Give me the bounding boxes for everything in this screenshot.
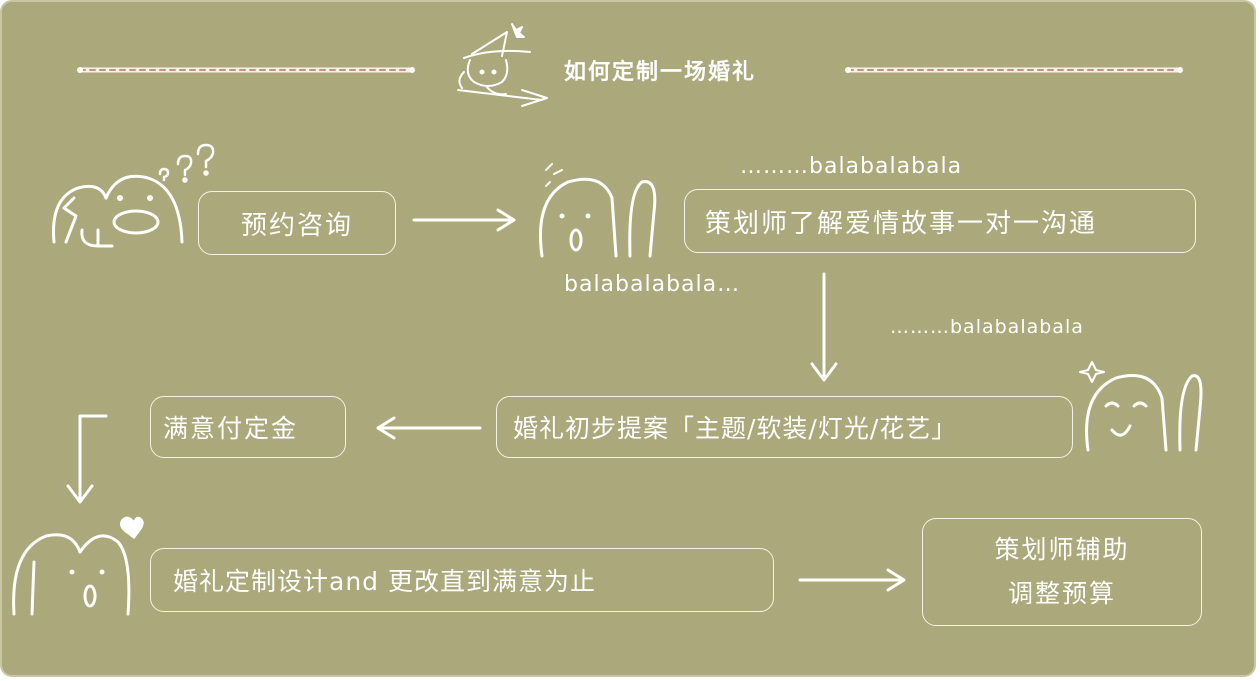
- arrow-icon: [412, 208, 516, 232]
- step-label: 预约咨询: [240, 210, 353, 241]
- step-initial-proposal: 婚礼初步提案「主题/软装/灯光/花艺」: [496, 396, 1073, 458]
- arrow-icon: [810, 272, 838, 382]
- step-label: 策划师了解爱情故事一对一沟通: [705, 208, 1098, 239]
- arrow-icon: [376, 416, 482, 440]
- step-label: 婚礼定制设计and 更改直到满意为止: [173, 567, 596, 596]
- page-title: 如何定制一场婚礼: [564, 60, 757, 85]
- ghost-icon: [12, 533, 131, 616]
- arrow-icon: [798, 568, 906, 592]
- step-custom-design: 婚礼定制设计and 更改直到满意为止: [150, 548, 774, 612]
- chatter-text: balabalabala…: [564, 272, 741, 297]
- right-rope-divider: [845, 67, 1183, 73]
- step-pay-deposit: 满意付定金: [150, 396, 346, 458]
- elephant-icon: [52, 174, 184, 248]
- left-rope-divider: [77, 67, 415, 73]
- witch-icon: [457, 23, 548, 107]
- ghost-icon: [538, 163, 657, 258]
- chatter-text: ………balabalabala: [890, 316, 1084, 338]
- step-label: 婚礼初步提案「主题/软装/灯光/花艺」: [513, 414, 958, 443]
- heart-icon: [119, 516, 144, 539]
- step-budget-adjustment: 策划师辅助 调整预算: [922, 518, 1202, 626]
- arrow-icon: [66, 414, 108, 504]
- step-booking-consultation: 预约咨询: [198, 191, 396, 255]
- step-label-line1: 策划师辅助: [994, 535, 1130, 564]
- question-mark-icon: [158, 143, 215, 183]
- step-label-line2: 调整预算: [1007, 579, 1116, 608]
- ghost-icon: [1079, 361, 1203, 452]
- step-planner-communication: 策划师了解爱情故事一对一沟通: [684, 189, 1196, 253]
- step-label: 满意付定金: [163, 414, 299, 443]
- chatter-text: ………balabalabala: [740, 154, 963, 179]
